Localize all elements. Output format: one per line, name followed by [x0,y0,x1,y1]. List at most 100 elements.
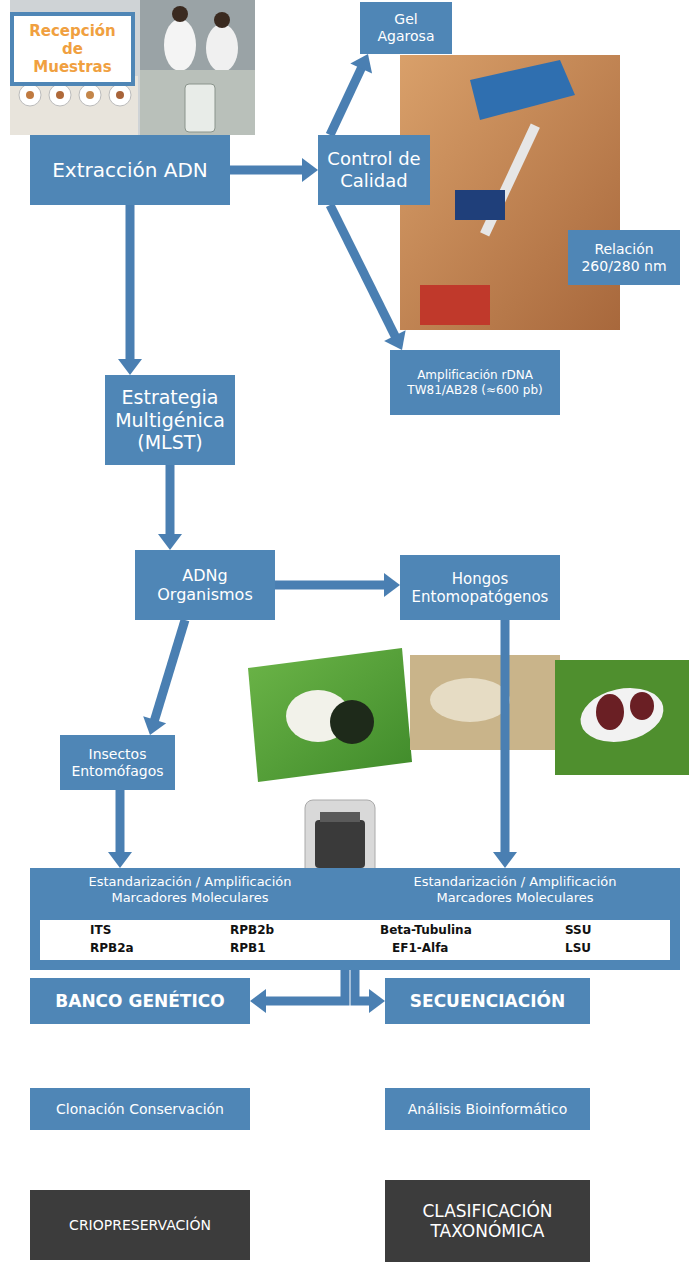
flow-arrow [143,620,185,735]
sample-dish [109,84,131,106]
output-box: BANCO GENÉTICO [30,978,250,1024]
marker-label: ITS [90,922,111,938]
arrow-line [126,205,135,361]
flow-arrow [118,205,142,375]
lab-head [172,6,188,22]
bottle [185,84,215,132]
arrow-line [264,970,345,1001]
arrow-line [154,620,185,722]
lab-head [214,12,230,28]
sample-spot [56,91,64,99]
result-box: CLASIFICACIÓN TAXONÓMICA [385,1180,590,1262]
node-text: CRIOPRESERVACIÓN [69,1217,211,1234]
flow-arrow [275,573,400,597]
process-box: Relación 260/280 nm [568,230,680,285]
arrow-line [501,620,510,854]
lab-people-photo [140,0,255,70]
marker-label: EF1-Alfa [392,940,448,956]
node-text: Análisis Bioinformático [408,1101,567,1118]
bottle-photo [140,70,255,135]
node-text: Estandarización / Amplificación Marcador… [73,874,308,905]
process-box: Insectos Entomófagos [60,735,175,790]
sample-spot [116,91,124,99]
result-box: CRIOPRESERVACIÓN [30,1190,250,1260]
process-box: Clonación Conservación [30,1088,250,1130]
flow-arrow [330,54,372,135]
insect-mark [630,692,654,720]
arrow-head [158,534,182,550]
marker-label: SSU [565,922,592,938]
arrow-line [275,581,386,590]
arrow-head [384,330,405,350]
node-text: CLASIFICACIÓN TAXONÓMICA [393,1201,582,1242]
arrow-head [108,852,132,868]
node-text: Insectos Entomófagos [68,746,167,780]
arrow-head [302,158,318,182]
arrow-head [369,989,385,1013]
node-text: SECUENCIACIÓN [410,991,565,1011]
process-box: ADNg Organismos [135,550,275,620]
node-text: ADNg Organismos [157,566,253,604]
fungus-culture [430,678,510,722]
node-text: Amplificación rDNA TW81/AB28 (≈600 pb) [398,368,552,397]
sample-dish [79,84,101,106]
arrow-head [143,716,166,735]
node-text: Gel Agarosa [368,11,444,45]
flow-arrow [493,620,517,868]
fungus-photo [248,648,412,782]
arrow-head [350,54,372,74]
flow-arrow [108,790,132,868]
pcr-lid [320,812,360,822]
insect-body [576,681,669,749]
sample-dish [49,84,71,106]
marker-label: RPB2a [90,940,134,956]
node-text: Control de Calidad [326,148,422,191]
sample-dish [19,84,41,106]
insect-mark [596,694,624,730]
output-box: SECUENCIACIÓN [385,978,590,1024]
arrow-head [384,573,400,597]
process-box: Hongos Entomopatógenos [400,555,560,620]
node-text: Estandarización / Amplificación Marcador… [398,874,633,905]
arrow-head [118,359,142,375]
process-box: Análisis Bioinformático [385,1088,590,1130]
insect-photo [555,660,689,775]
red-rack [420,285,490,325]
flow-arrow [330,205,406,350]
marker-label: Beta-Tubulina [380,922,472,938]
process-box: Gel Agarosa [360,2,452,54]
quality-lab-photo [400,55,620,330]
lab-coat [164,19,196,71]
sample-spot [26,91,34,99]
pcr-machine [315,820,365,868]
fungus-spot [330,700,374,744]
node-text: Hongos Entomopatógenos [412,570,549,606]
node-text: Estrategia Multigénica (MLST) [113,386,227,454]
flow-arrow [230,158,318,182]
process-box: Control de Calidad [318,135,430,205]
tube-rack [455,190,505,220]
lab-photo [10,0,255,135]
process-box: Amplificación rDNA TW81/AB28 (≈600 pb) [390,350,560,415]
node-text: BANCO GENÉTICO [55,991,224,1011]
marker-label: RPB2b [230,922,274,938]
process-box: Estrategia Multigénica (MLST) [105,375,235,465]
node-text: Recepción de Muestras [22,22,123,76]
lab-coat [206,24,238,72]
flow-arrow [250,970,345,1013]
arrow-line [166,465,175,536]
flow-arrow [158,465,182,550]
fungus-tan-photo [410,655,560,750]
glove [470,60,575,120]
node-text: Relación 260/280 nm [576,241,672,275]
flow-arrow [355,970,385,1013]
arrow-line [230,166,304,175]
arrow-line [355,970,371,1001]
arrow-line [330,67,362,135]
arrow-line [330,205,396,337]
process-box: Extracción ADN [30,135,230,205]
node-text: Extracción ADN [52,158,208,182]
sample-spot [86,91,94,99]
marker-label: RPB1 [230,940,266,956]
